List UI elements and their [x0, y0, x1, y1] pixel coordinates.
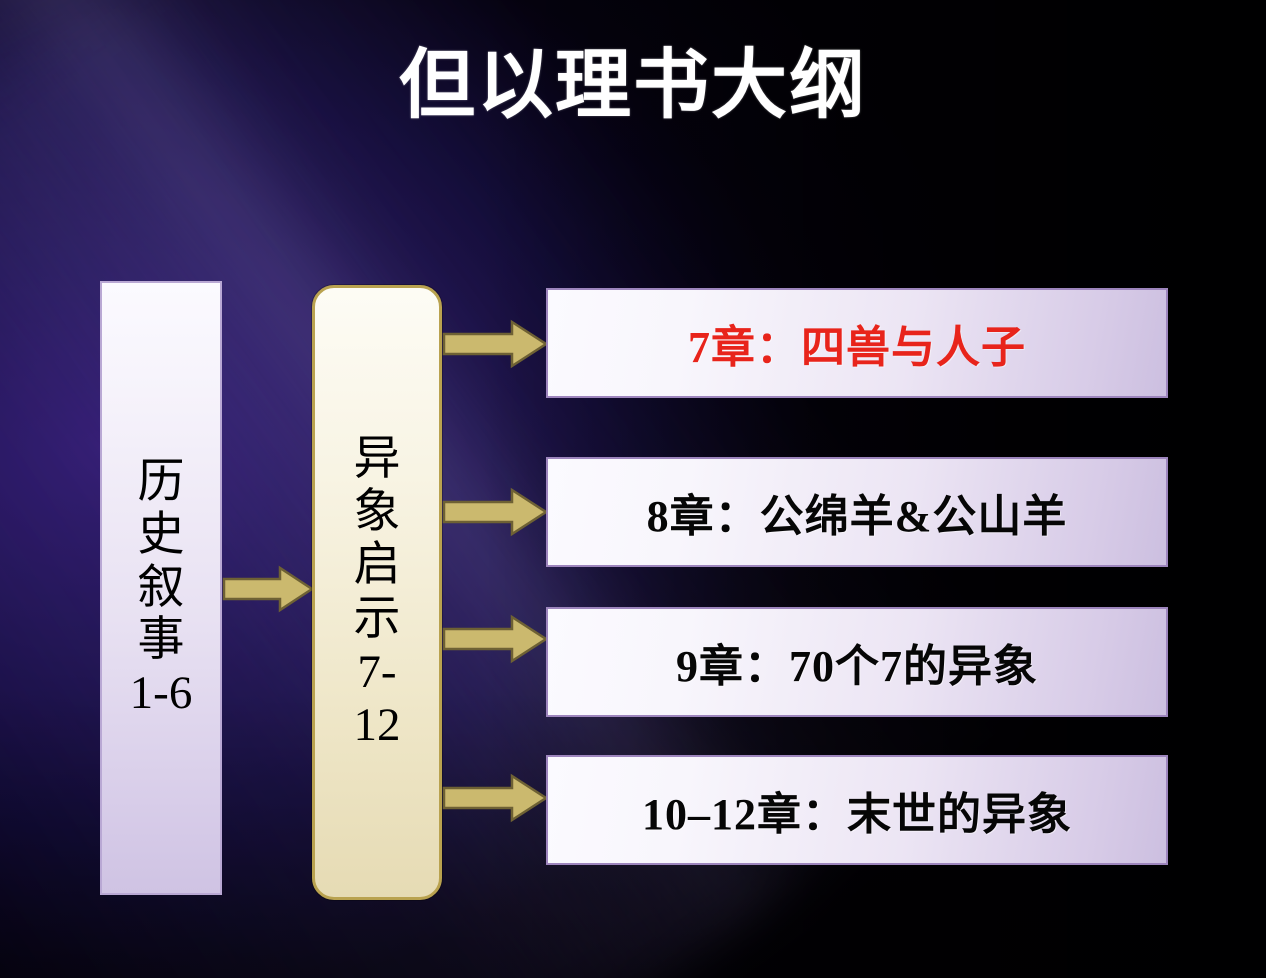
stage-history-line: 史 [137, 509, 185, 562]
stage-vision-line: 7- [357, 645, 397, 698]
chapter-box-9: 9章：70个7的异象 [546, 607, 1168, 717]
stage-vision-line: 象 [353, 486, 401, 539]
stage-box-vision-text: 异 象 启 示 7- 12 [315, 433, 439, 752]
stage-box-history: 历 史 叙 事 1-6 [100, 281, 222, 895]
chapter-box-7: 7章：四兽与人子 [546, 288, 1168, 398]
stage-vision-line: 异 [353, 433, 401, 486]
stage-vision-line: 示 [353, 592, 401, 645]
chapter-box-8: 8章：公绵羊&公山羊 [546, 457, 1168, 567]
stage-history-line: 1-6 [129, 666, 193, 719]
stage-history-line: 历 [137, 456, 185, 509]
stage-box-history-text: 历 史 叙 事 1-6 [102, 456, 220, 719]
chapter-box-10-12: 10–12章：末世的异象 [546, 755, 1168, 865]
stage-history-line: 事 [137, 614, 185, 667]
stage-vision-line: 启 [353, 539, 401, 592]
stage-history-line: 叙 [137, 561, 185, 614]
stage-vision-line: 12 [353, 698, 401, 751]
stage-box-vision: 异 象 启 示 7- 12 [312, 285, 442, 900]
slide-title: 但以理书大纲 [399, 43, 867, 128]
